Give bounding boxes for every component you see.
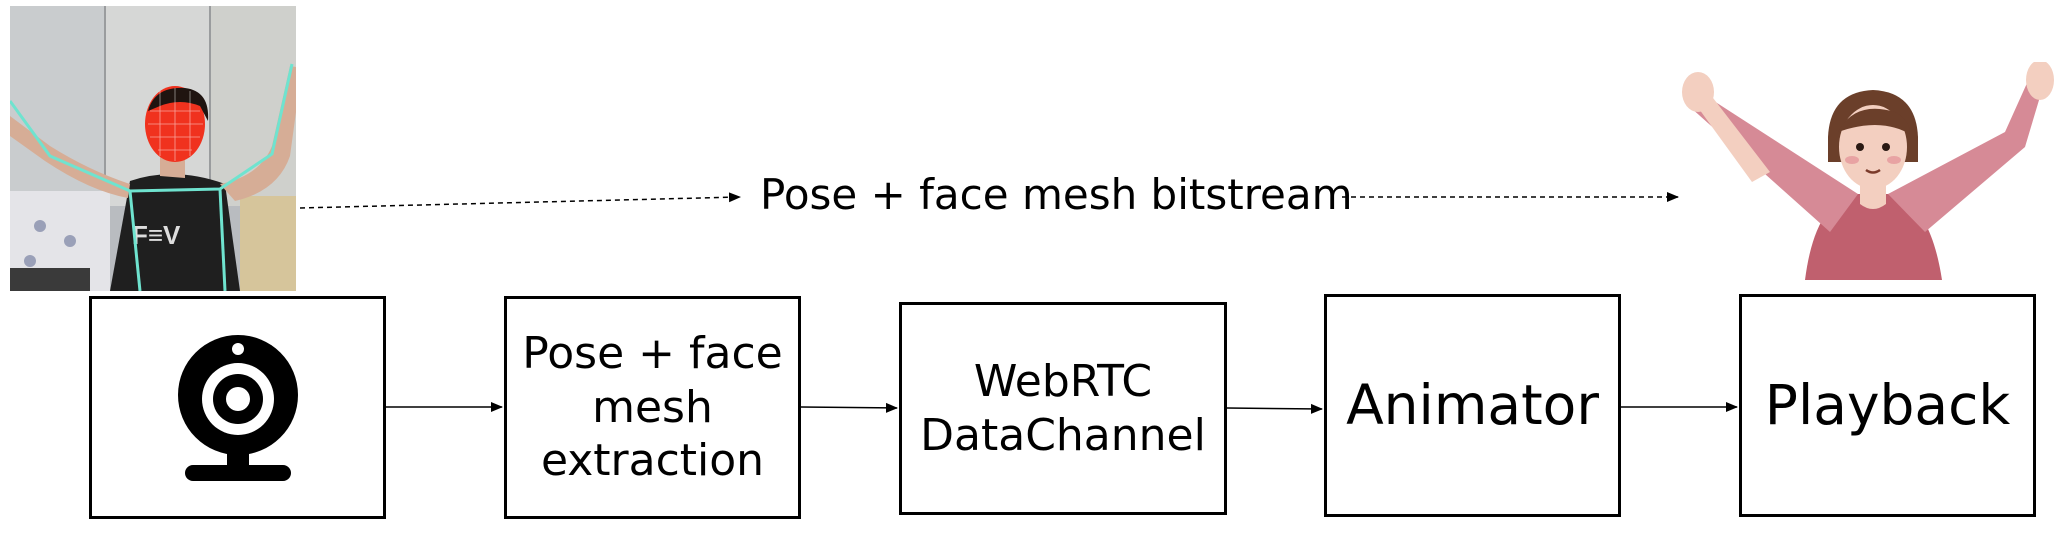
playback-box: Playback bbox=[1739, 294, 2036, 517]
webrtc-label: WebRTC DataChannel bbox=[920, 355, 1206, 461]
animator-box: Animator bbox=[1324, 294, 1621, 517]
avatar-drawing bbox=[1682, 62, 2054, 280]
extraction-label: Pose + face mesh extraction bbox=[522, 327, 783, 487]
extraction-box: Pose + face mesh extraction bbox=[504, 296, 801, 519]
camera-photo: F≡V bbox=[10, 6, 296, 291]
stream-arrow-left bbox=[299, 192, 741, 209]
camera-photo-drawing: F≡V bbox=[10, 6, 296, 291]
stream-label: Pose + face mesh bitstream bbox=[760, 170, 1353, 219]
arrow-webrtc-to-animator bbox=[1226, 403, 1323, 414]
avatar-illustration bbox=[1680, 62, 2060, 280]
playback-label: Playback bbox=[1764, 372, 2011, 437]
arrow-extraction-to-webrtc bbox=[800, 402, 898, 413]
webrtc-box: WebRTC DataChannel bbox=[899, 302, 1227, 515]
webcam-icon bbox=[177, 334, 298, 481]
camera-box bbox=[89, 296, 386, 519]
svg-text:F≡V: F≡V bbox=[132, 220, 181, 250]
animator-label: Animator bbox=[1346, 372, 1599, 437]
